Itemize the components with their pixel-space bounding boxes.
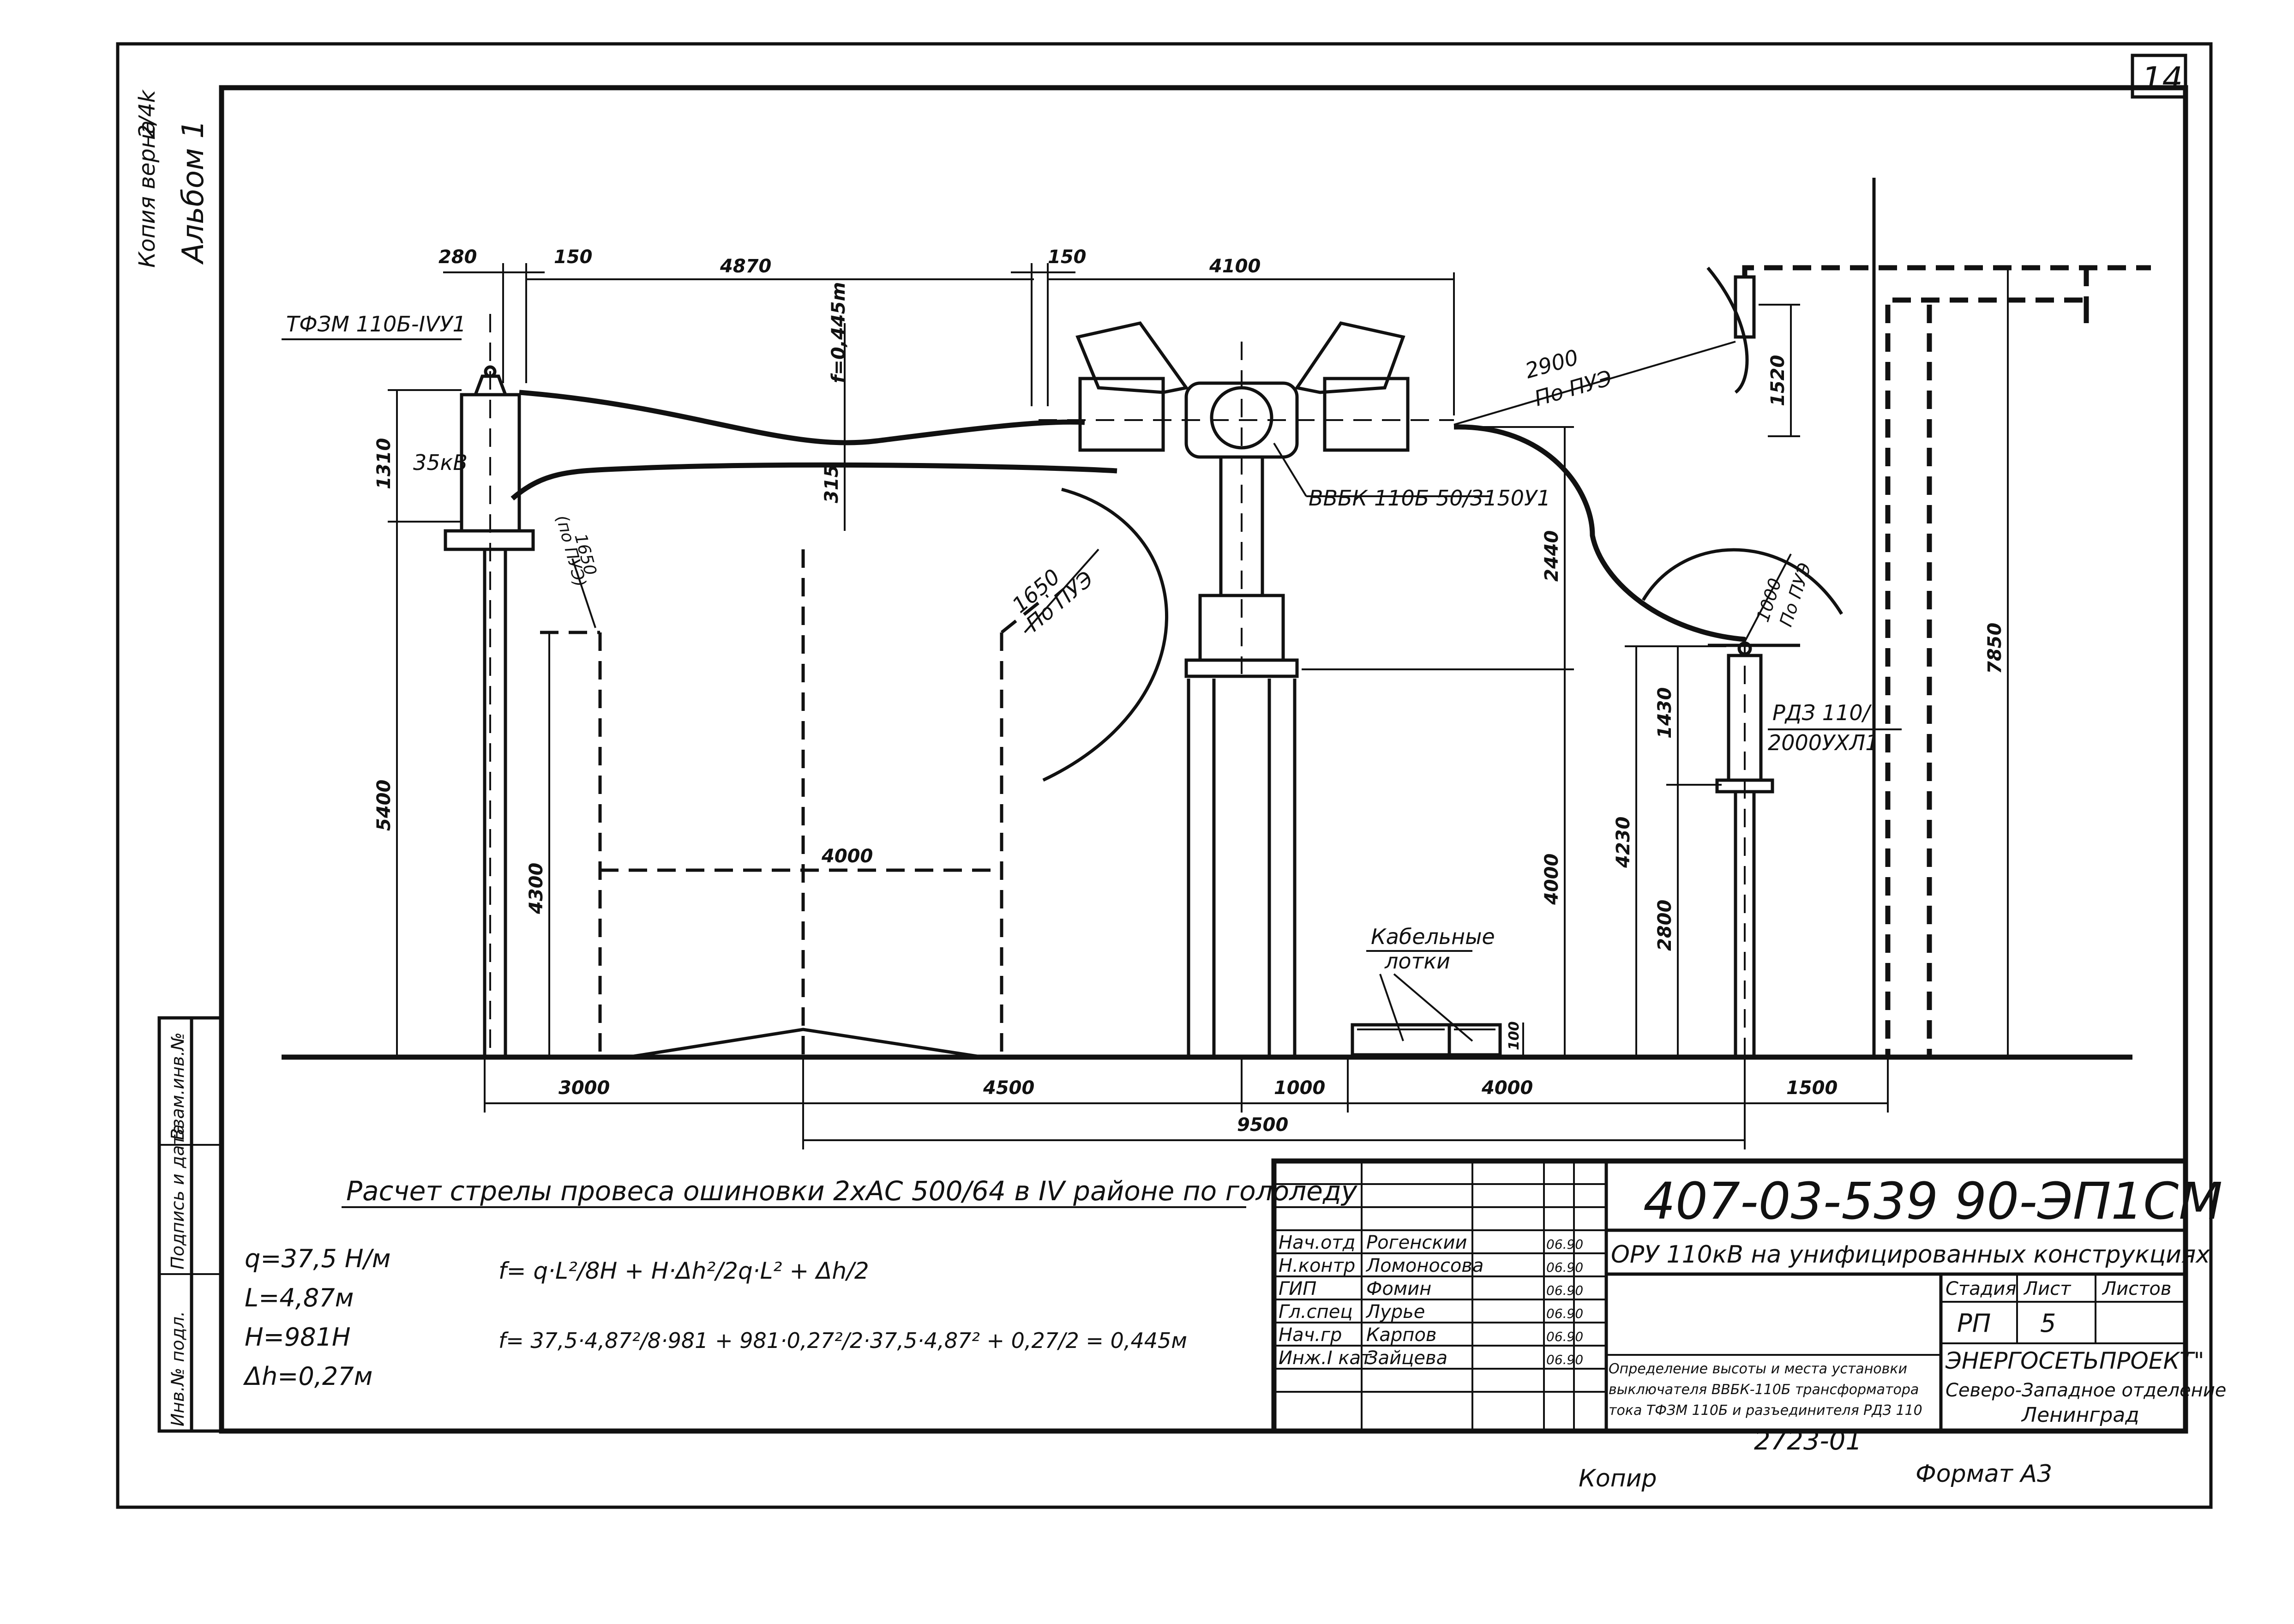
format-label: Формат А3 (1916, 1460, 2052, 1488)
label-breaker: ВВБК 110Б 50/3150У1 (1309, 486, 1550, 511)
dim-2440: 2440 (1541, 530, 1562, 582)
sheet-number: 14 (2142, 60, 2183, 98)
dim-315: 315 (821, 465, 842, 504)
transformer-tfzm (444, 314, 535, 1057)
dim-5400: 5400 (373, 780, 395, 831)
dim-100: 100 (1506, 1021, 1522, 1050)
dim-4230: 4230 (1613, 817, 1634, 868)
bus-conductor (519, 390, 1085, 445)
portal-structure (1734, 178, 2151, 1057)
dim-4500: 4500 (983, 1077, 1034, 1099)
tb-name-2: Фомин (1366, 1278, 1431, 1299)
disconnector-rdz (1708, 637, 1800, 1057)
tb-code: 407-03-539 90-ЭП1СМ (1643, 1172, 2222, 1231)
label-disconnector-1: РДЗ 110/ (1772, 700, 1872, 725)
calc-dh: Δh=0,27м (243, 1362, 372, 1391)
dim-4300: 4300 (526, 863, 547, 914)
dim-1000: 1000 (1274, 1077, 1325, 1099)
label-cable-1: Кабельные (1371, 924, 1495, 949)
dim-4100: 4100 (1209, 256, 1261, 277)
tb-org-1: ЭНЕРГОСЕТЬПРОЕКТ" (1945, 1347, 2204, 1374)
margin-note-album: Альбом 1 (176, 120, 210, 265)
tb-name-5: Зайцева (1366, 1347, 1447, 1369)
tb-sheet: 5 (2040, 1309, 2056, 1338)
calc-H: H=981Н (245, 1323, 351, 1352)
label-cable-2: лотки (1384, 949, 1450, 974)
tb-role-3: Гл.спец (1279, 1301, 1353, 1323)
dim-4870: 4870 (720, 256, 771, 277)
label-transformer: ТФЗМ 110Б-IVУ1 (286, 312, 466, 337)
side-stamp-inv: Инв.№ подл. (168, 1311, 188, 1426)
arc-clearance-right (1706, 266, 1749, 394)
tb-sheet-header: Лист (2023, 1278, 2072, 1299)
tb-date-4: 06.90 (1546, 1329, 1583, 1344)
dim-1310: 1310 (373, 438, 395, 489)
dim-7850: 7850 (1984, 623, 2006, 674)
tb-name-1: Ломоносова (1365, 1255, 1483, 1276)
tb-desc-3: тока ТФЗМ 110Б и разъединителя РДЗ 110 (1609, 1402, 1922, 1419)
side-stamp-replace: Взам.инв.№ (168, 1032, 188, 1140)
tb-date-3: 06.90 (1546, 1306, 1583, 1321)
dim-4000-vertical: 4000 (1541, 854, 1562, 905)
label-disconnector-2: 2000УХЛ1 (1768, 730, 1879, 755)
copied-label: Копир (1579, 1465, 1657, 1492)
dim-4000-width: 4000 (821, 846, 873, 867)
dim-280: 280 (438, 247, 477, 268)
archive-number: 2723-01 (1754, 1426, 1862, 1456)
dim-150-b: 150 (1048, 247, 1087, 268)
tb-date-1: 06.90 (1546, 1260, 1583, 1275)
tb-org-3: Ленинград (2021, 1403, 2139, 1427)
tb-desc-1: Определение высоты и места установки (1609, 1361, 1907, 1377)
tb-name-3: Лурье (1365, 1301, 1425, 1323)
tb-object: ОРУ 110кВ на унифицированных конструкция… (1611, 1241, 2210, 1269)
calc-q: q=37,5 Н/м (245, 1244, 390, 1273)
tb-sheets-header: Листов (2102, 1278, 2171, 1299)
tb-org-2: Северо-Западное отделение (1946, 1380, 2226, 1401)
dim-2800: 2800 (1654, 900, 1675, 951)
label-sag: f=0,445m (828, 282, 849, 383)
dim-9500: 9500 (1237, 1114, 1288, 1136)
tb-date-0: 06.90 (1546, 1237, 1583, 1252)
margin-note-copy: Копия верна (134, 120, 160, 268)
tb-desc-2: выключателя ВВБК-110Б трансформатора (1609, 1382, 1919, 1398)
dim-1520: 1520 (1767, 355, 1789, 406)
calc-title: Расчет стрелы провеса ошиновки 2хАС 500/… (346, 1175, 1357, 1207)
tb-date-5: 06.90 (1546, 1352, 1583, 1367)
inner-frame (219, 85, 2188, 1434)
clearance-envelope (540, 549, 1049, 1057)
tb-role-2: ГИП (1279, 1278, 1316, 1299)
tb-role-4: Нач.гр (1279, 1324, 1342, 1346)
tb-name-0: Рогенскии (1366, 1232, 1467, 1253)
arc-clearance-disconnector (1642, 548, 1843, 615)
arc-clearance-left (1042, 487, 1168, 782)
bus-conductor-lower (510, 462, 1117, 501)
tb-role-1: Н.контр (1279, 1255, 1355, 1276)
calc-L: L=4,87м (245, 1283, 354, 1312)
title-block (1271, 1158, 2188, 1434)
dim-150-a: 150 (554, 247, 593, 268)
breaker-vvbk (1039, 321, 1454, 1057)
margin-note-signature: 2/4k (134, 89, 160, 138)
side-stamp-sign: Подпись и дата (168, 1124, 188, 1269)
dim-1430: 1430 (1654, 687, 1675, 739)
side-stamp: Инв.№ подл. Подпись и дата Взам.инв.№ (157, 1016, 223, 1433)
calc-formula-numeric: f= 37,5·4,87²/8·981 + 981·0,27²/2·37,5·4… (498, 1328, 1187, 1353)
bus-conductor-right (1453, 424, 1745, 642)
pit-triangle (627, 1028, 984, 1059)
dim-3000: 3000 (558, 1077, 610, 1099)
tb-date-2: 06.90 (1546, 1283, 1583, 1298)
outer-frame (116, 42, 2213, 1509)
calc-formula: f= q·L²/8H + H·Δh²/2q·L² + Δh/2 (498, 1257, 869, 1284)
tb-stage-header: Стадия (1946, 1278, 2016, 1299)
tb-name-4: Карпов (1366, 1324, 1437, 1346)
cable-trays (1351, 1023, 1502, 1057)
label-35kv: 35кВ (413, 450, 468, 475)
tb-role-0: Нач.отд (1279, 1232, 1355, 1253)
dim-4000-horizontal: 4000 (1481, 1077, 1533, 1099)
sheet-number-box (2131, 54, 2187, 99)
tb-stage: РП (1957, 1309, 1991, 1338)
tb-role-5: Инж.I кат (1279, 1347, 1372, 1369)
dim-1500: 1500 (1786, 1077, 1838, 1099)
